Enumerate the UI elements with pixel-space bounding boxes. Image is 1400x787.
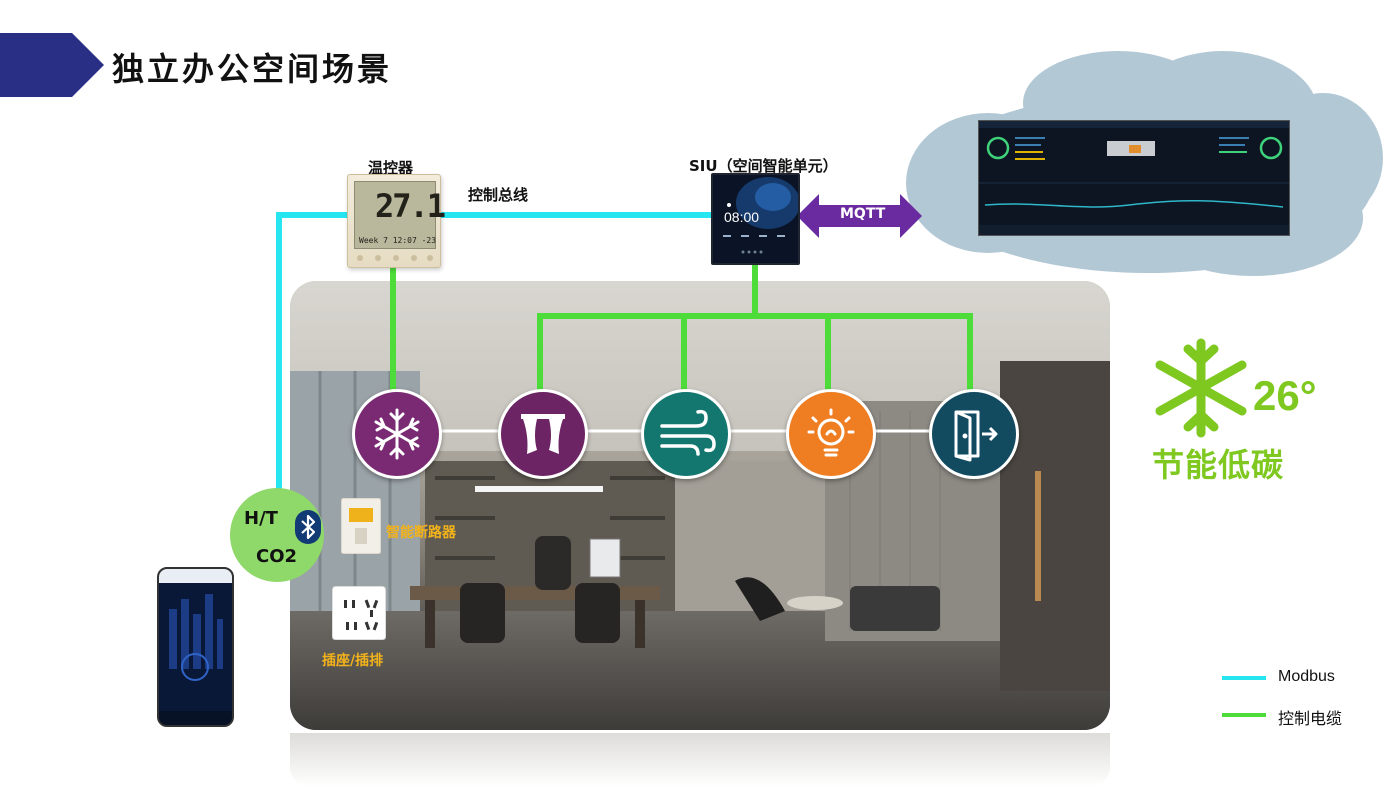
thermostat-label: 温控器 [368, 159, 414, 177]
control-bus-label: 控制总线 [468, 186, 529, 204]
mqtt-double-arrow [797, 194, 922, 238]
socket-device[interactable] [332, 586, 386, 640]
legend-control-cable-line [1222, 713, 1266, 717]
title-arrow-banner [0, 33, 104, 97]
siu-clock: 08:00 [724, 209, 760, 225]
lighting-control-circle[interactable] [786, 389, 876, 479]
wind-icon [660, 409, 716, 456]
siu-label: SIU（空间智能单元） [689, 157, 838, 175]
door-control-circle[interactable] [929, 389, 1019, 479]
snowflake-icon [374, 408, 420, 460]
breaker-label: 智能断路器 [386, 525, 456, 541]
siu-device[interactable]: 08:00 [711, 173, 800, 265]
curtain-control-circle[interactable] [498, 389, 588, 479]
page-title: 独立办公空间场景 [112, 50, 393, 88]
ac-control-circle[interactable] [352, 389, 442, 479]
co2-label: CO2 [256, 546, 298, 567]
curtain-icon [521, 414, 565, 454]
door-icon [954, 410, 998, 462]
thermostat-subline: Week 7 12:07 -23 [359, 236, 437, 245]
ventilation-control-circle[interactable] [641, 389, 731, 479]
thermostat-device[interactable]: 27.1 Week 7 12:07 -23 [347, 174, 446, 268]
thermostat-buttons [357, 255, 433, 261]
bulb-icon [807, 408, 855, 457]
room-reflection [290, 733, 1110, 787]
phone-screen-graphic [159, 569, 232, 725]
dashboard-graphic [979, 121, 1289, 235]
eco-temperature: 26° [1253, 372, 1317, 419]
eco-slogan: 节能低碳 [1152, 446, 1285, 484]
thermostat-screen: 27.1 Week 7 12:07 -23 [354, 181, 446, 249]
bluetooth-badge [295, 510, 321, 544]
legend-modbus-line [1222, 676, 1266, 680]
legend-modbus-label: Modbus [1278, 668, 1335, 685]
cloud-dashboard-screen [978, 120, 1290, 236]
bluetooth-icon [301, 514, 316, 540]
ht-label: H/T [244, 508, 278, 529]
legend-control-cable-label: 控制电缆 [1278, 711, 1343, 728]
siu-screen-graphic [723, 177, 798, 254]
socket-label: 插座/插排 [322, 653, 384, 669]
thermostat-temperature: 27.1 [375, 187, 446, 225]
mqtt-label: MQTT [840, 206, 886, 222]
smart-breaker-device[interactable] [341, 498, 381, 554]
snowflake-logo-icon [1155, 338, 1247, 438]
mobile-phone[interactable] [157, 567, 234, 727]
